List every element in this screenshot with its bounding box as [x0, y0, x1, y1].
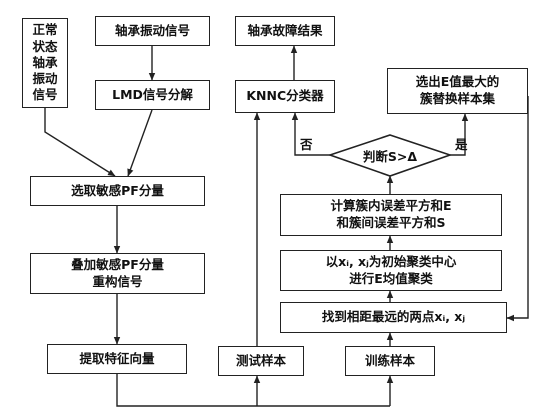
judge-label-wrap: 判断S>Δ	[330, 135, 450, 176]
extract-label: 提取特征向量	[79, 350, 155, 366]
select-pf-label: 选取敏感PF分量	[71, 182, 164, 198]
arrow-lmd-to-select-pf	[127, 109, 153, 177]
select-max-e-line-1: 选出E值最大的	[415, 74, 500, 90]
lmd-decomposition-box: LMD信号分解	[95, 80, 210, 110]
knnc-classifier-box: KNNC分类器	[235, 80, 335, 113]
test-sample-box: 测试样本	[218, 346, 304, 376]
train-sample-label: 训练样本	[364, 352, 415, 368]
reconstruct-line-1: 叠加敏感PF分量	[71, 256, 164, 272]
knnc-label: KNNC分类器	[246, 88, 324, 104]
decision-diamond	[327, 134, 453, 177]
edge-label-yes: 是	[455, 137, 468, 152]
select-max-e-line-2: 簇替换样本集	[419, 91, 495, 106]
find-farthest-points-box: 找到相距最远的两点xᵢ, xⱼ	[280, 302, 507, 333]
find-points-label: 找到相距最远的两点xᵢ, xⱼ	[321, 309, 466, 325]
kmeans-cluster-box: 以xᵢ, xⱼ为初始聚类中心 进行E均值聚类	[280, 250, 502, 291]
normal-label-3: 轴承	[32, 54, 58, 70]
lmd-label: LMD信号分解	[112, 86, 193, 102]
normal-label-2: 状态	[32, 38, 58, 54]
compute-error-line-2: 和簇间误差平方和S	[336, 215, 446, 230]
arrow-normal-to-select-pf	[44, 108, 116, 177]
compute-error-box: 计算簇内误差平方和E 和簇间误差平方和S	[280, 194, 502, 236]
judge-label: 判断S>Δ	[362, 149, 418, 164]
normal-state-signal-box: 正常 状态 轴承 振动 信号	[22, 18, 68, 108]
reconstruct-signal-box: 叠加敏感PF分量 重构信号	[30, 253, 205, 294]
arrow-judge-no-to-knnc	[291, 112, 330, 156]
select-max-e-box: 选出E值最大的 簇替换样本集	[387, 68, 528, 114]
normal-label-5: 信号	[32, 87, 58, 103]
compute-error-line-1: 计算簇内误差平方和E	[330, 198, 452, 214]
edge-label-no: 否	[300, 137, 313, 152]
fault-result-box: 轴承故障结果	[235, 16, 335, 46]
kmeans-line-2: 进行E均值聚类	[349, 270, 433, 286]
arrow-judge-yes-to-select	[450, 113, 469, 156]
normal-label-4: 振动	[32, 71, 58, 87]
reconstruct-line-2: 重构信号	[92, 273, 143, 289]
normal-label-1: 正常	[32, 22, 58, 38]
select-sensitive-pf-box: 选取敏感PF分量	[30, 176, 205, 206]
test-sample-label: 测试样本	[235, 352, 286, 368]
fault-result-label: 轴承故障结果	[247, 22, 323, 38]
train-sample-box: 训练样本	[345, 346, 435, 376]
arrow-select-to-find	[506, 96, 529, 322]
bearing-vibration-signal-box: 轴承振动信号	[95, 16, 210, 46]
kmeans-line-1: 以xᵢ, xⱼ为初始聚类中心	[325, 253, 457, 269]
extract-feature-box: 提取特征向量	[47, 344, 187, 374]
bearing-signal-label: 轴承振动信号	[114, 22, 190, 38]
bus-line	[116, 374, 390, 407]
